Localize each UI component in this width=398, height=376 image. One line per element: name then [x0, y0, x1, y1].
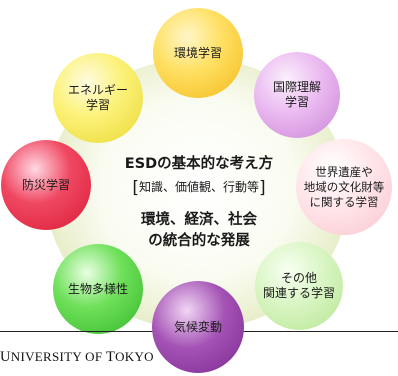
circle-label: エネルギー 学習 — [67, 83, 128, 112]
circle-label: 気候変動 — [173, 319, 222, 334]
circle-label: 世界遺産や 地域の文化財等 に関する学習 — [303, 164, 385, 209]
logo-niversity: NIVERSITY OF — [10, 349, 106, 364]
circle-climate-change: 気候変動 — [152, 281, 244, 373]
circle-world-heritage: 世界遺産や 地域の文化財等 に関する学習 — [296, 139, 392, 235]
center-title: ESDの基本的な考え方 — [124, 156, 274, 172]
circle-label: 防災学習 — [21, 177, 70, 192]
circle-label: その他 関連する学習 — [262, 271, 335, 300]
center-main-text: 環境、経済、社会 の統合的な発展 — [141, 212, 257, 249]
bracket-open: [ — [132, 178, 139, 198]
circle-disaster-prevention: 防災学習 — [1, 140, 91, 230]
bracket-close: ] — [259, 178, 266, 198]
circle-international-understanding: 国際理解 学習 — [254, 52, 340, 138]
circle-label: 生物多様性 — [67, 281, 128, 296]
circle-other-related-learning: その他 関連する学習 — [255, 242, 343, 330]
center-subtitle-text: 知識、価値観、行動等 — [138, 180, 259, 194]
circle-label: 環境学習 — [173, 45, 222, 60]
logo-u: U — [0, 349, 11, 365]
circle-biodiversity: 生物多様性 — [53, 244, 143, 334]
circle-label: 国際理解 学習 — [272, 80, 321, 109]
university-logo: UNIVERSITY OF TOKYO — [0, 349, 154, 366]
logo-okyo: OKYO — [115, 349, 154, 364]
logo-t: T — [105, 349, 116, 365]
circle-energy-learning: エネルギー 学習 — [53, 53, 143, 143]
circle-environmental-learning: 環境学習 — [153, 8, 243, 98]
center-subtitle: [知識、価値観、行動等] — [104, 178, 294, 198]
